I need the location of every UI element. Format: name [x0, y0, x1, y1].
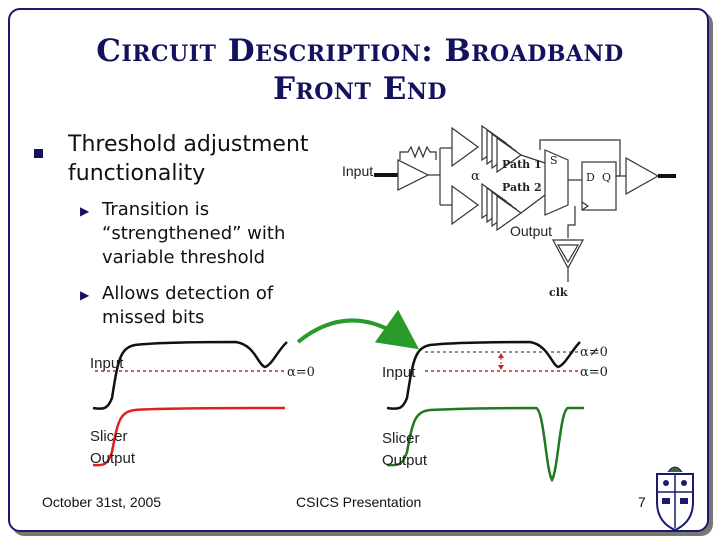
right-waveforms: Input α≠0 α=0 Slicer Output	[382, 340, 608, 483]
s-label: S	[550, 154, 558, 167]
right-alpha-top-label: α≠0	[580, 345, 608, 360]
main-bullet-text: Threshold adjustment functionality	[68, 132, 309, 186]
triangle-bullet-icon: ▶	[80, 288, 90, 302]
sub-bullet-1-text: Transition is “strengthened” with variab…	[102, 199, 286, 268]
comparator-bottom	[451, 184, 480, 226]
right-slicer-label-2: Output	[382, 452, 428, 469]
d-label: D	[586, 171, 595, 184]
right-slicer-label-1: Slicer	[382, 430, 420, 447]
left-waveforms: Input α=0 Slicer Output	[90, 340, 315, 467]
footer-center: CSICS Presentation	[296, 494, 422, 510]
mux	[544, 149, 569, 216]
left-input-label: Input	[90, 355, 124, 372]
circuit-schematic: Input α Path 1 Path 2 S D Q	[342, 124, 676, 299]
green-curved-arrow	[296, 309, 420, 350]
left-input-wave	[92, 340, 288, 410]
d-flip-flop	[581, 161, 617, 211]
comparator-top	[451, 126, 480, 168]
alpha-label: α	[471, 169, 480, 184]
right-slicer-wave	[386, 406, 584, 483]
slide-title: Circuit Description: Broadband Front End	[0, 32, 720, 108]
right-input-wave	[386, 340, 581, 410]
left-slicer-wave	[92, 406, 286, 467]
input-buffer	[397, 159, 430, 191]
right-input-label: Input	[382, 364, 416, 381]
triangle-bullet-icon: ▶	[80, 204, 90, 218]
university-crest-logo	[656, 466, 694, 532]
left-slicer-label-1: Slicer	[90, 428, 128, 445]
clk-label: clk	[549, 286, 568, 299]
path1-label: Path 1	[502, 158, 542, 171]
output-buffer	[625, 156, 660, 196]
bullet-square-icon	[34, 149, 43, 158]
q-label: Q	[602, 171, 611, 184]
title-line-2: Front End	[272, 71, 448, 107]
schematic-output-label: Output	[510, 223, 552, 239]
path2-label: Path 2	[502, 181, 542, 194]
left-slicer-label-2: Output	[90, 450, 136, 467]
slide-frame	[8, 8, 709, 532]
sub-bullet-2-text: Allows detection of missed bits	[102, 283, 274, 328]
left-alpha-label: α=0	[287, 365, 315, 380]
right-alpha-bottom-label: α=0	[580, 365, 608, 380]
schematic-input-label: Input	[342, 163, 373, 179]
footer-date: October 31st, 2005	[42, 494, 162, 510]
page-number: 7	[638, 494, 646, 510]
title-line-1: Circuit Description: Broadband	[96, 33, 624, 69]
